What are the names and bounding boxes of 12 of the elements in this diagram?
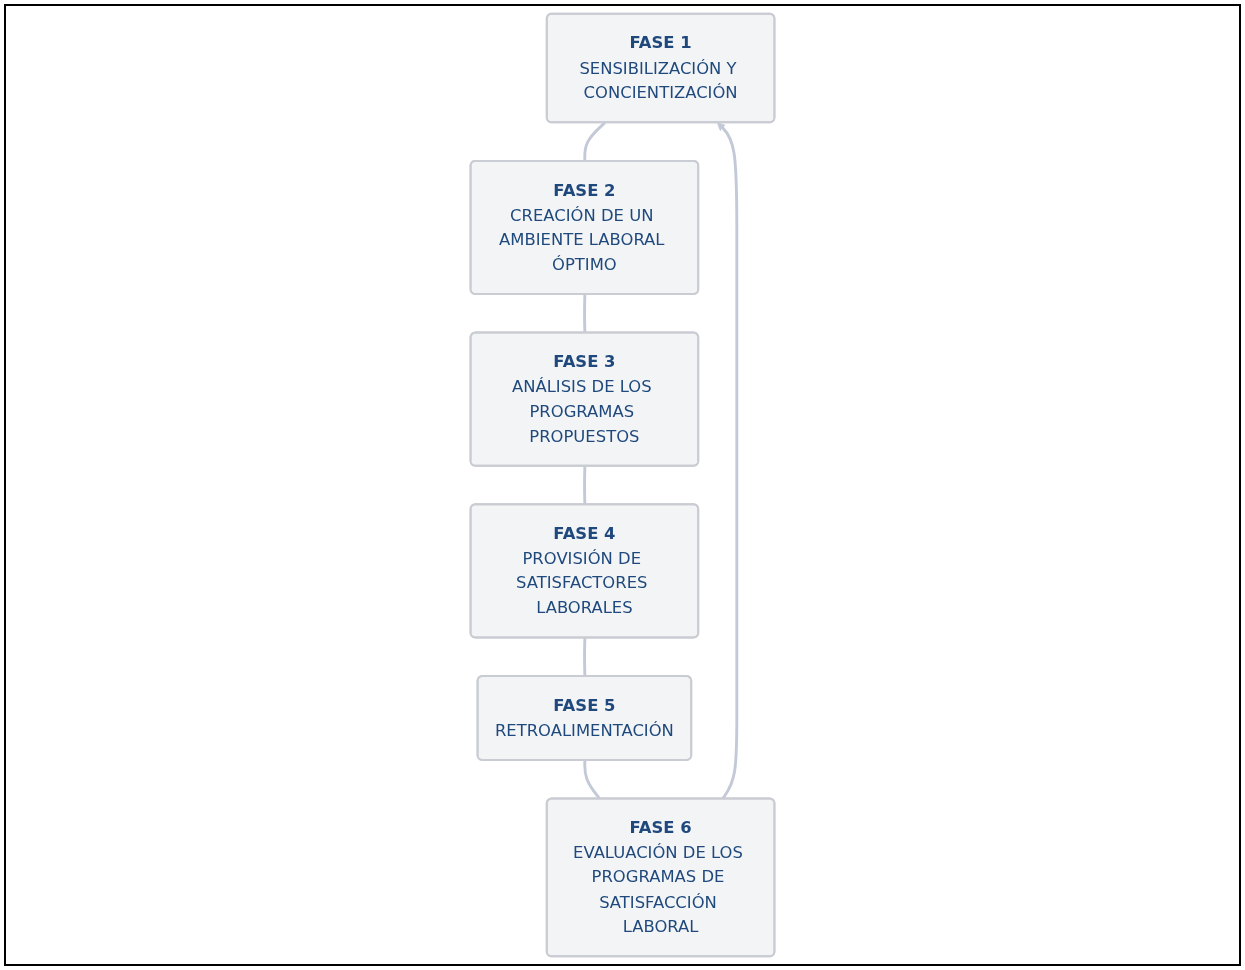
phase-box: FASE 6 EVALUACIÓN DE LOS PROGRAMAS DE SATISFACCIÓN LABORAL (545, 797, 776, 958)
cycle-connector (583, 637, 587, 677)
cycle-connector (583, 760, 601, 800)
phase-box: FASE 5 RETROALIMENTACIÓN (476, 675, 693, 761)
cycle-connector (583, 466, 587, 505)
phase-box: FASE 1 SENSIBILIZACIÓN Y CONCIENTIZACIÓN (545, 12, 776, 124)
phase-box: FASE 2 CREACIÓN DE UN AMBIENTE LABORAL ÓPTIMO (469, 159, 700, 295)
cycle-connector (583, 121, 606, 162)
cycle-connector (716, 122, 739, 800)
phase-box: FASE 4 PROVISIÓN DE SATISFACTORES LABORALES (469, 503, 700, 639)
phase-box: FASE 3 ANÁLISIS DE LOS PROGRAMAS PROPUESTOS (469, 331, 700, 467)
cycle-connector (583, 294, 587, 334)
